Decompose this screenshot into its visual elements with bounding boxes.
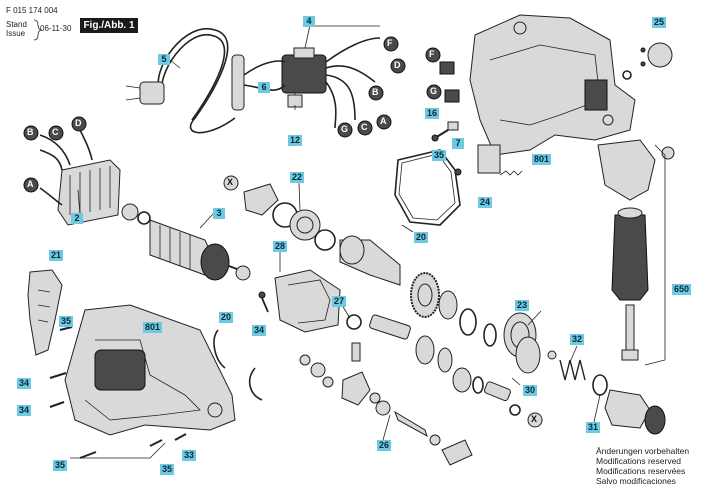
callout-650: 650 bbox=[672, 284, 692, 295]
callout-5: 5 bbox=[158, 54, 170, 65]
side-handle-rod bbox=[625, 304, 635, 356]
callout-22: 22 bbox=[290, 172, 305, 183]
gear-housing bbox=[274, 269, 341, 333]
note-line-fr: Modifications reservées bbox=[596, 466, 686, 476]
callout-32: 32 bbox=[570, 334, 585, 345]
piston bbox=[369, 314, 411, 340]
marker-d: D bbox=[394, 60, 401, 70]
modifications-note: Änderungen vorbehalten Modifications res… bbox=[596, 446, 689, 486]
callout-31: 31 bbox=[586, 422, 601, 433]
bearing-small bbox=[121, 203, 139, 221]
switch-trigger bbox=[293, 47, 315, 59]
crank bbox=[341, 371, 371, 406]
callout-23: 23 bbox=[515, 300, 530, 311]
tool-holder bbox=[604, 389, 651, 429]
dust-cap bbox=[644, 405, 666, 435]
marker-f-right: F bbox=[429, 49, 435, 59]
callout-6: 6 bbox=[258, 82, 270, 93]
header-brace bbox=[33, 19, 43, 41]
part-25-knob bbox=[647, 42, 673, 68]
doc-number: F 015 174 004 bbox=[6, 6, 58, 15]
callout-4: 4 bbox=[303, 16, 315, 27]
marker-b-left: B bbox=[27, 127, 34, 137]
drive-shaft-26 bbox=[394, 410, 428, 438]
marker-d-left: D bbox=[75, 118, 82, 128]
marker-b: B bbox=[372, 87, 379, 97]
part-f-clip bbox=[439, 61, 455, 75]
note-line-es: Salvo modificaciones bbox=[596, 476, 676, 486]
note-line-de: Änderungen vorbehalten bbox=[596, 446, 690, 456]
part-21-cover bbox=[27, 269, 63, 356]
power-plug bbox=[139, 81, 165, 105]
note-line-en: Modifications reserved bbox=[596, 456, 682, 466]
callout-34-bottom: 35 bbox=[160, 464, 175, 475]
callout-21: 21 bbox=[49, 250, 64, 261]
callout-35-bottom: 35 bbox=[53, 460, 68, 471]
bracket-plate bbox=[441, 439, 473, 466]
callout-12: 12 bbox=[288, 135, 303, 146]
clip-20-right bbox=[248, 367, 263, 401]
callout-24: 24 bbox=[478, 197, 493, 208]
housing-half-top bbox=[469, 14, 636, 156]
callout-20-bottom: 20 bbox=[219, 312, 234, 323]
marker-c: C bbox=[361, 122, 368, 132]
callout-35-top: 35 bbox=[432, 150, 447, 161]
clip-20-left bbox=[213, 329, 226, 369]
callout-2: 2 bbox=[71, 213, 83, 224]
callout-34-mid: 34 bbox=[252, 325, 267, 336]
callout-28: 28 bbox=[273, 241, 288, 252]
housing-handle-insert bbox=[584, 79, 608, 111]
issue-label: Issue bbox=[6, 29, 26, 38]
callout-20-top: 20 bbox=[414, 232, 429, 243]
part-7 bbox=[447, 121, 459, 131]
gasket-20 bbox=[394, 149, 461, 226]
marker-f: F bbox=[387, 38, 393, 48]
part-g-clip bbox=[444, 89, 460, 103]
callout-25: 25 bbox=[652, 17, 667, 28]
cable-sleeve bbox=[231, 54, 245, 111]
side-handle-clamp bbox=[597, 139, 656, 201]
marker-a-left: A bbox=[27, 179, 34, 189]
power-cable bbox=[157, 27, 236, 134]
marker-c-left: C bbox=[52, 127, 59, 137]
callout-33: 33 bbox=[182, 450, 197, 461]
stator bbox=[57, 159, 121, 226]
callout-7: 7 bbox=[452, 138, 464, 149]
power-cable-2 bbox=[161, 33, 226, 121]
side-handle-grip bbox=[611, 214, 649, 301]
marker-g: G bbox=[341, 124, 349, 134]
air-guide bbox=[243, 183, 279, 216]
callout-30: 30 bbox=[523, 385, 538, 396]
issue-date: 06-11-30 bbox=[40, 24, 72, 33]
callout-27: 27 bbox=[332, 296, 347, 307]
callout-35-left: 35 bbox=[59, 316, 74, 327]
marker-g-right: G bbox=[430, 86, 438, 96]
callout-801-bottom: 801 bbox=[143, 322, 163, 333]
callout-801-top: 801 bbox=[532, 154, 552, 165]
callout-34-left: 34 bbox=[17, 378, 32, 389]
switch-unit bbox=[281, 54, 327, 94]
figure-tag: Fig./Abb. 1 bbox=[80, 18, 138, 33]
marker-x-bottom: X bbox=[531, 414, 538, 424]
fan bbox=[200, 243, 230, 281]
callout-16: 16 bbox=[425, 108, 440, 119]
housing-grip bbox=[94, 349, 146, 391]
callout-35-lower: 34 bbox=[17, 405, 32, 416]
callout-26: 26 bbox=[377, 440, 392, 451]
spring-32 bbox=[559, 359, 586, 381]
brush-holder bbox=[477, 144, 501, 174]
stand-label: Stand bbox=[6, 20, 27, 29]
callout-3: 3 bbox=[213, 208, 225, 219]
marker-a: A bbox=[380, 116, 387, 126]
marker-x-top: X bbox=[227, 177, 234, 187]
